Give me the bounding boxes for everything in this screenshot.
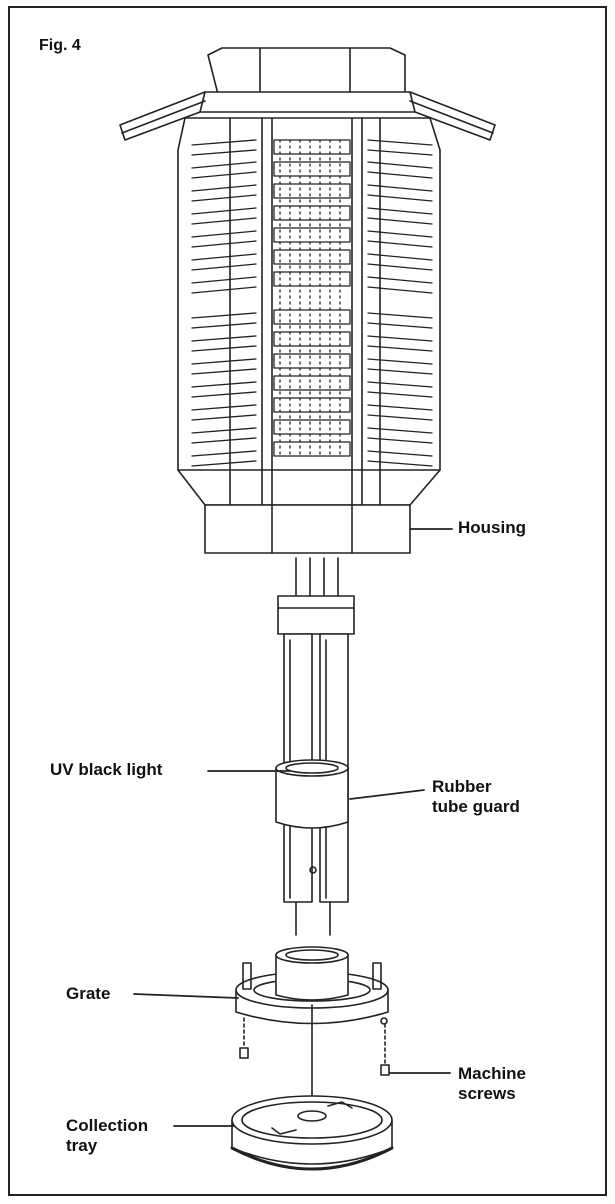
uv-black-light-tubes — [277, 595, 355, 903]
rubber-tube-guard-label-line2: tube guard — [432, 797, 520, 816]
housing-base — [204, 504, 411, 554]
machine-screws — [239, 1017, 390, 1076]
collection-tray-label-line2: tray — [66, 1136, 98, 1155]
figure-label: Fig. 4 — [39, 37, 81, 54]
rubber-tube-guard — [275, 759, 349, 936]
grate-label: Grate — [66, 984, 111, 1003]
center-grill-slats — [273, 139, 351, 457]
machine-screws-label-line1: Machine — [458, 1064, 527, 1083]
grate — [235, 946, 389, 1025]
collection-tray — [230, 1095, 394, 1171]
rubber-tube-guard-label-line1: Rubber — [432, 777, 492, 796]
left-grill-slats — [191, 139, 257, 467]
lamp-pins — [295, 557, 339, 597]
grate-leader-line — [133, 993, 239, 999]
right-grill-slats — [367, 139, 433, 467]
tube-guard-leader-line — [349, 789, 425, 800]
uv-black-light-label: UV black light — [50, 760, 163, 779]
leader-lines — [133, 528, 453, 1127]
collection-tray-label-line1: Collection — [66, 1116, 149, 1135]
roof — [119, 91, 496, 141]
housing-label: Housing — [458, 518, 526, 537]
grill-body — [177, 117, 441, 506]
machine-screws-label-line2: screws — [458, 1084, 516, 1103]
